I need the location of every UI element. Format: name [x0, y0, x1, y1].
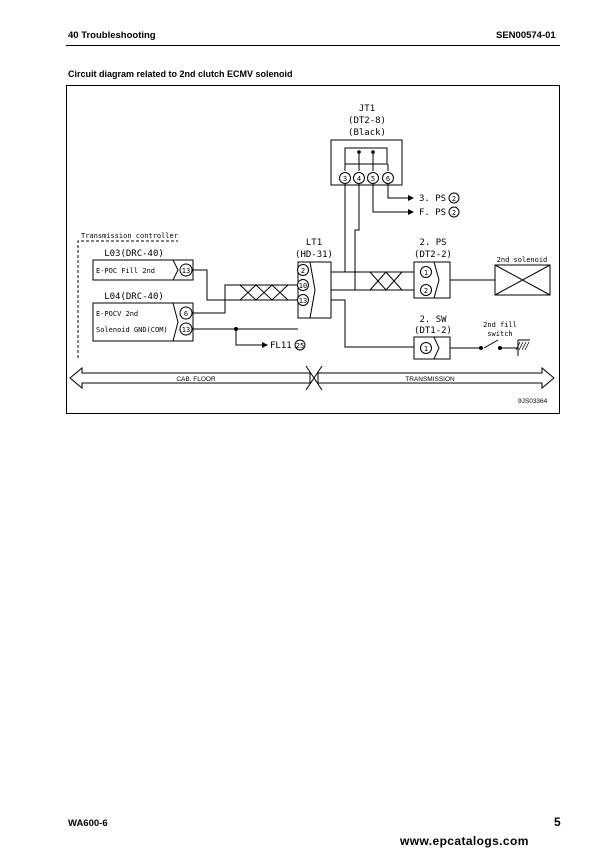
- arrow-cab-floor: [69, 366, 311, 390]
- l03-pin-label: 13: [182, 267, 190, 275]
- l04-pin1-label: 6: [184, 310, 188, 318]
- ps2-pin-1-label: 1: [424, 269, 428, 277]
- lt1-name: LT1: [306, 238, 322, 248]
- jt1-pin-4: [353, 172, 365, 184]
- l03-name: L03(DRC-40): [104, 249, 164, 259]
- footer-model: WA600-6: [68, 818, 108, 829]
- ps2-pin-2: [420, 284, 432, 296]
- solenoid-2nd: [494, 264, 551, 296]
- ps2-pin-2-label: 2: [424, 287, 428, 295]
- l04-pin-13: [179, 322, 193, 336]
- jt1-pin-3: [339, 172, 351, 184]
- page-number: 5: [554, 815, 561, 829]
- ps3-pin-label: 2: [452, 195, 456, 203]
- diagram-code: 9JS03364: [518, 398, 548, 405]
- jt1-name: JT1: [359, 104, 375, 114]
- ps2-pin-1: [420, 266, 432, 278]
- watermark-site[interactable]: www.epcatalogs.com: [400, 834, 529, 848]
- fl11-pin: [294, 339, 306, 351]
- ps2-name: 2. PS: [419, 238, 446, 248]
- lt1-pin-10: [297, 279, 309, 291]
- solenoid-label: 2nd solenoid: [497, 256, 548, 264]
- ps3-pin: [448, 192, 460, 204]
- jt1-connector: [330, 139, 403, 186]
- fill-switch-line1: 2nd fill: [483, 321, 517, 329]
- jt1-pin-3-label: 3: [343, 175, 347, 183]
- l04-pin2-label: 13: [182, 326, 190, 334]
- sw2-pin-label: 1: [424, 345, 428, 353]
- jt1-type: (DT2-8): [348, 116, 386, 126]
- sw2-pin-1: [420, 342, 432, 354]
- header-doc-number: SEN00574-01: [496, 30, 556, 41]
- lt1-pin-2: [297, 264, 309, 276]
- lt1-pin-13: [297, 294, 309, 306]
- cab-floor-label: CAB. FLOOR: [176, 376, 216, 383]
- section-title: Circuit diagram related to 2nd clutch EC…: [68, 69, 293, 79]
- lt1-pin-10-label: 10: [299, 282, 307, 290]
- psf-pin-label: 2: [452, 209, 456, 217]
- ps2-type: (DT2-2): [414, 250, 452, 260]
- lt1-pin-2-label: 2: [301, 267, 305, 275]
- l04-connector: [92, 302, 194, 342]
- lt1-pin-13-label: 13: [299, 297, 307, 305]
- l04-pin-6: [179, 306, 193, 320]
- jt1-pin-5: [367, 172, 379, 184]
- psf-pin: [448, 206, 460, 218]
- psf-label: F. PS: [419, 208, 446, 218]
- l03-signal-label: E-POC Fill 2nd: [96, 267, 155, 275]
- arrow-transmission: [317, 366, 555, 390]
- jt1-color: (Black): [348, 128, 386, 138]
- header-rule: [66, 45, 560, 46]
- jt1-pin-4-label: 4: [357, 175, 361, 183]
- lt1-type: (HD-31): [295, 250, 333, 260]
- header-chapter: 40 Troubleshooting: [68, 30, 156, 41]
- jt1-pin-5-label: 5: [371, 175, 375, 183]
- l04-gnd-label: Solenoid GND(COM): [96, 326, 168, 334]
- sw2-name: 2. SW: [419, 315, 447, 325]
- jt1-bridge: [344, 147, 388, 165]
- jt1-pin-6: [382, 172, 394, 184]
- ps2-connector: [413, 261, 451, 299]
- l03-pin-13: [179, 263, 193, 277]
- fl11-pin-label: 25: [296, 342, 304, 350]
- fl11-label: FL11: [270, 341, 292, 351]
- l04-name: L04(DRC-40): [104, 292, 164, 302]
- l04-signal-label: E-POCV 2nd: [96, 310, 138, 318]
- sw2-type: (DT1-2): [414, 326, 452, 336]
- ps3-label: 3. PS: [419, 194, 446, 204]
- jt1-pin-6-label: 6: [386, 175, 390, 183]
- diagram-frame: [66, 85, 560, 414]
- transmission-label: TRANSMISSION: [405, 376, 455, 383]
- fill-switch-line2: switch: [487, 330, 512, 338]
- controller-title: Transmission controller: [81, 232, 178, 240]
